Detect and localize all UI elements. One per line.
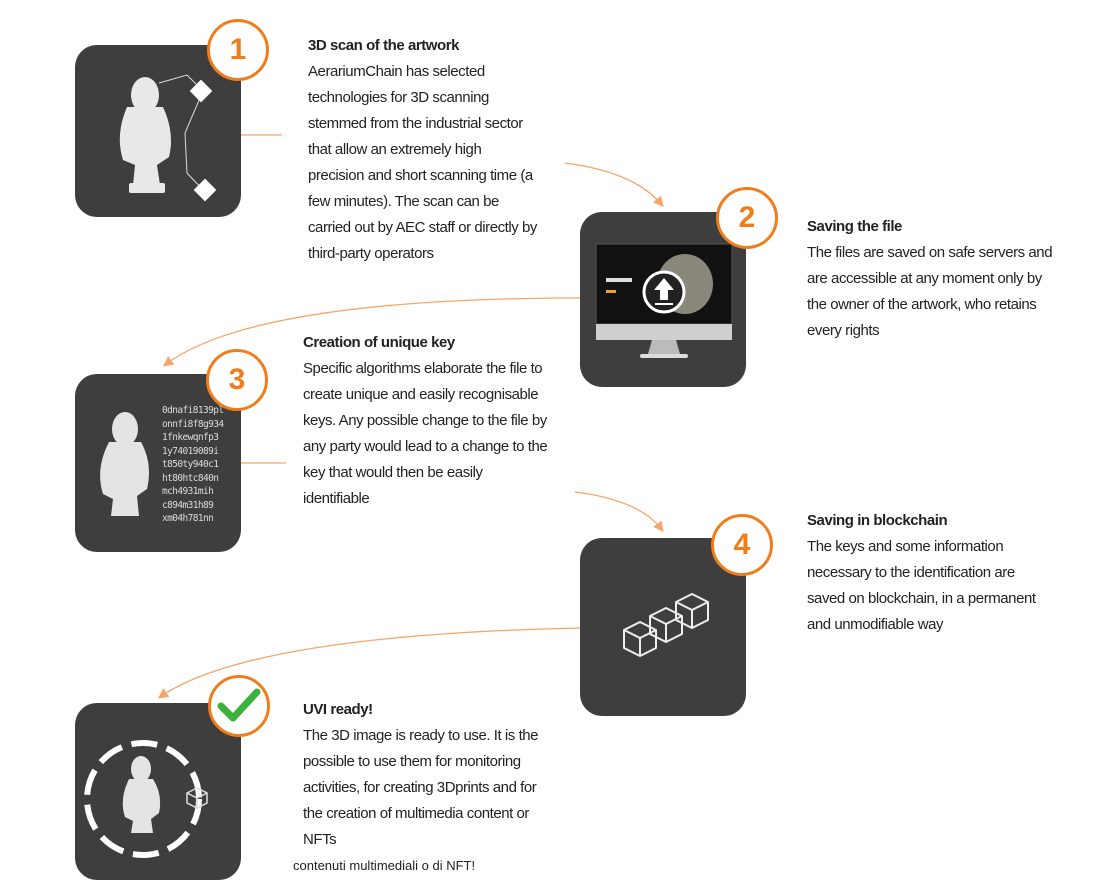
step-line: saved on blockchain, in a permanent — [807, 590, 1036, 607]
step-badge-1: 1 — [207, 19, 269, 81]
step-title: Saving the file — [807, 218, 902, 235]
step-line: activities, for creating 3Dprints and fo… — [303, 779, 537, 796]
step-3-text: Creation of unique key Specific algorith… — [303, 330, 593, 512]
arrow-3-to-4 — [574, 491, 664, 533]
key-line: xm04h781nn — [162, 513, 214, 524]
save-file-tile — [580, 212, 746, 387]
checkmark-icon — [217, 688, 261, 722]
blockchain-cubes-icon — [623, 593, 709, 657]
bust-icon — [100, 412, 149, 516]
step-badge-4: 4 — [711, 514, 773, 576]
key-line: ht80htc840n — [162, 472, 219, 484]
arrow-1-to-2 — [564, 162, 664, 208]
key-line: onnfi8f8g934 — [162, 418, 224, 430]
key-line: 0dnafi8139pl — [162, 405, 224, 416]
step-title: 3D scan of the artwork — [308, 37, 459, 54]
key-line: 1fnkewqnfp3 — [162, 432, 219, 443]
key-line: 1y74019089i — [162, 445, 219, 457]
step-line: possible to use them for monitoring — [303, 753, 521, 770]
step-line: Specific algorithms elaborate the file t… — [303, 360, 543, 377]
monitor-upload-icon — [595, 243, 733, 358]
step-line: NFTs — [303, 831, 337, 848]
bust-dashed-circle-icon — [84, 740, 208, 858]
step-line: third-party operators — [308, 245, 434, 262]
step-line: any party would lead to a change to the — [303, 438, 548, 455]
key-line: t850ty940c1 — [162, 459, 219, 470]
step-line: identifiable — [303, 490, 370, 507]
step-line: carried out by AEC staff or directly by — [308, 219, 537, 236]
key-line: mch4931mih — [162, 486, 214, 497]
blockchain-tile — [580, 538, 746, 716]
uvi-ready-tile — [75, 703, 241, 880]
step-badge-2: 2 — [716, 187, 778, 249]
check-badge — [208, 675, 270, 737]
step-line: key that would then be easily — [303, 464, 483, 481]
key-list: 0dnafi8139pl onnfi8f8g934 1fnkewqnfp3 1y… — [162, 404, 224, 526]
step-line: precision and short scanning time (a — [308, 167, 533, 184]
step-line: the owner of the artwork, who retains — [807, 296, 1037, 313]
step-line: stemmed from the industrial sector — [308, 115, 523, 132]
step-line: the creation of multimedia content or — [303, 805, 529, 822]
step-badge-3: 3 — [206, 349, 268, 411]
step-2-text: Saving the file The files are saved on s… — [807, 214, 1097, 344]
step-line: The keys and some information — [807, 538, 1004, 555]
step-title: UVI ready! — [303, 701, 373, 718]
scan-tile — [75, 45, 241, 217]
bottom-caption: contenuti multimediali o di NFT! — [293, 858, 476, 873]
step-line: every rights — [807, 322, 880, 339]
step-line: few minutes). The scan can be — [308, 193, 499, 210]
unique-key-tile: 0dnafi8139pl onnfi8f8g934 1fnkewqnfp3 1y… — [75, 374, 241, 552]
step-line: technologies for 3D scanning — [308, 89, 489, 106]
step-line: The files are saved on safe servers and — [807, 244, 1053, 261]
bust-scan-icon — [119, 74, 217, 202]
step-title: Creation of unique key — [303, 334, 455, 351]
step-line: The 3D image is ready to use. It is the — [303, 727, 539, 744]
key-line: c894m31h89 — [162, 499, 214, 511]
step-5-text: UVI ready! The 3D image is ready to use.… — [303, 697, 593, 853]
step-line: and unmodifiable way — [807, 616, 944, 633]
step-line: are accessible at any moment only by — [807, 270, 1042, 287]
step-line: that allow an extremely high — [308, 141, 482, 158]
step-4-text: Saving in blockchain The keys and some i… — [807, 508, 1097, 638]
arrow-2-to-3 — [162, 297, 580, 367]
arrow-4-to-5 — [157, 627, 581, 699]
step-line: AerariumChain has selected — [308, 63, 485, 80]
step-line: create unique and easily recognisable — [303, 386, 539, 403]
step-line: keys. Any possible change to the file by — [303, 412, 547, 429]
step-line: necessary to the identification are — [807, 564, 1015, 581]
step-1-text: 3D scan of the artwork AerariumChain has… — [308, 33, 578, 267]
step-title: Saving in blockchain — [807, 512, 948, 529]
